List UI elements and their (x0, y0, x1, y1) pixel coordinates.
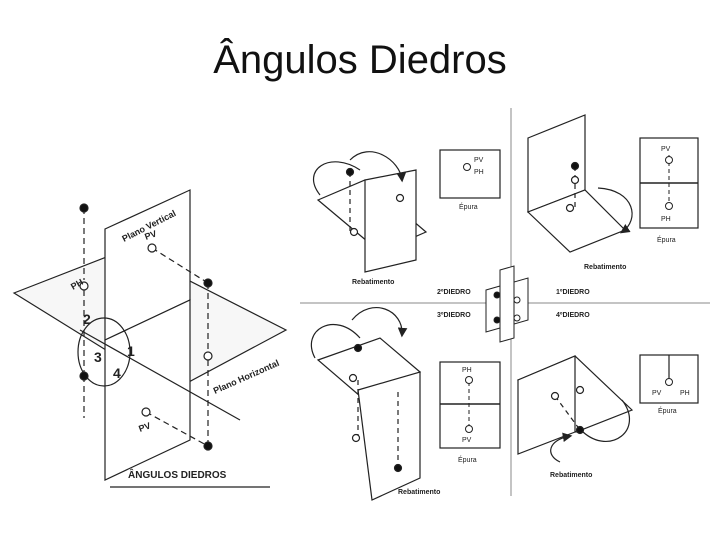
dihedral-2-label: 2 (83, 311, 91, 327)
vertical-plane-lower (104, 299, 191, 481)
caption-left: ÂNGULOS DIEDROS (128, 468, 227, 481)
pv-label-lower: PV (137, 420, 152, 434)
svg-text:PV: PV (652, 390, 662, 397)
epura-bottom-right: PV PH Épura (639, 354, 699, 415)
diedro-labels: 2ºDIEDRO 1ºDIEDRO 3ºDIEDRO 4ºDIEDRO (437, 289, 590, 319)
point-b-h (203, 351, 213, 361)
ground-line (79, 329, 241, 421)
svg-text:PH: PH (661, 216, 671, 223)
point-c (79, 371, 89, 381)
point-d-v (141, 407, 151, 417)
svg-text:3ºDIEDRO: 3ºDIEDRO (437, 312, 471, 319)
epura-bottom-left: PH PV Épura (439, 361, 501, 464)
quadrant-1-figure (526, 114, 633, 253)
left-dihedral-figure (12, 189, 288, 488)
svg-text:Épura: Épura (657, 235, 676, 244)
svg-text:PH: PH (474, 169, 484, 176)
rebatimento-tl: Rebatimento (352, 279, 394, 286)
quadrant-3-figure (310, 307, 422, 501)
point-a-h (79, 281, 89, 291)
dihedral-ellipse (77, 317, 131, 387)
point-a (79, 203, 89, 213)
svg-text:4ºDIEDRO: 4ºDIEDRO (556, 312, 590, 319)
rebatimento-bl: Rebatimento (398, 489, 440, 496)
svg-text:Épura: Épura (458, 455, 477, 464)
svg-text:Épura: Épura (658, 406, 677, 415)
projector-5 (145, 411, 209, 447)
diedro-center-glyph (485, 265, 529, 343)
svg-text:Épura: Épura (459, 202, 478, 211)
svg-text:1ºDIEDRO: 1ºDIEDRO (556, 289, 590, 296)
projector-2 (151, 247, 209, 284)
epura-top-right: PV PH Épura (639, 137, 699, 244)
point-b (203, 278, 213, 288)
point-d (203, 441, 213, 451)
quadrant-4-figure (516, 355, 634, 463)
quadrant-2-figure (313, 151, 428, 273)
point-b-v (147, 243, 157, 253)
rebatimento-br: Rebatimento (550, 472, 592, 479)
dihedral-4-label: 4 (113, 365, 121, 381)
epura-top-left: PV PH Épura (439, 149, 501, 211)
svg-text:PV: PV (462, 437, 472, 444)
svg-text:2ºDIEDRO: 2ºDIEDRO (437, 289, 471, 296)
dihedral-3-label: 3 (94, 349, 102, 365)
svg-text:PV: PV (661, 146, 671, 153)
slide-title: Ângulos Diedros (213, 38, 507, 82)
svg-text:PH: PH (680, 390, 690, 397)
rebatimento-tr: Rebatimento (584, 264, 626, 271)
svg-text:PH: PH (462, 367, 472, 374)
svg-text:PV: PV (474, 157, 484, 164)
dihedral-1-label: 1 (127, 343, 135, 359)
pv-label-upper: PV (143, 228, 158, 242)
